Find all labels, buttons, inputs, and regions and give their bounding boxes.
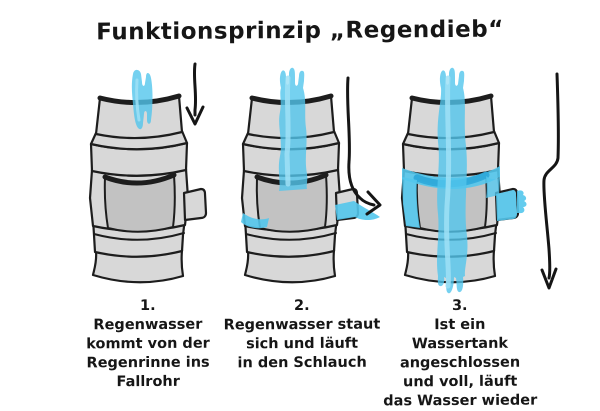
step-2-caption: 2. Regenwasser staut sich und läuft in d… <box>212 297 392 374</box>
water-pool <box>241 213 269 229</box>
long-down-arrow-icon <box>540 72 560 290</box>
curve-right-arrow-icon <box>346 76 382 216</box>
stage-3-diagram <box>391 66 551 306</box>
flow-arrow-2 <box>342 74 390 226</box>
step-2-number: 2. <box>293 297 310 315</box>
flow-arrow-3 <box>528 64 568 308</box>
flow-arrow-1 <box>184 60 214 134</box>
pipe-stage-2-illustration <box>231 67 380 306</box>
step-3-number: 3. <box>451 297 468 315</box>
step-2-text: Regenwasser staut sich und läuft in den … <box>223 316 381 372</box>
stage-1-diagram <box>79 66 239 306</box>
water-outlet-flow <box>496 190 517 221</box>
water-stream <box>241 67 380 229</box>
water-outlet-splash <box>335 201 380 221</box>
water-trickle <box>131 69 153 130</box>
pipe-stage-3-illustration <box>391 67 527 294</box>
stage-2-diagram <box>231 66 391 306</box>
straight-down-arrow-icon <box>185 62 205 126</box>
page-title: Funktionsprinzip „Regendieb“ <box>96 16 504 46</box>
step-3-text: Ist ein Wassertank angeschlossen und vol… <box>383 316 538 410</box>
step-3-caption: 3. Ist ein Wassertank angeschlossen und … <box>370 297 551 411</box>
water-stream <box>437 67 527 294</box>
pipe-stage-1-illustration <box>79 69 239 306</box>
water-outlet-splash <box>517 190 527 214</box>
